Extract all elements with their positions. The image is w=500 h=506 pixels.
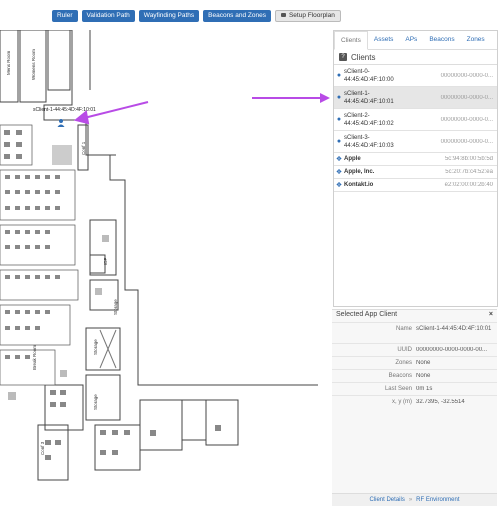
beacons-zones-button[interactable]: Beacons and Zones (203, 10, 271, 22)
floorplan-drawing: Mens Room Womens Room Conf 1 IDF Storage… (0, 30, 318, 481)
client-id: 00000000-0000-0... (440, 138, 493, 145)
selected-client-header: Selected App Client × (332, 310, 497, 320)
client-marker[interactable] (57, 119, 65, 127)
xy-label: x, y (m) (392, 399, 412, 405)
client-name: sClient-2-44:45:4D:4F:10:02 (344, 112, 394, 127)
clients-section-title: ? Clients (334, 50, 497, 64)
detail-row-name: Name sClient-1-44:45:4D:4F:10:01 (332, 322, 497, 343)
zones-label: Zones (395, 360, 412, 366)
tab-aps[interactable]: APs (405, 36, 418, 43)
room-label-conf1: Conf 1 (81, 141, 86, 155)
client-name: sClient-3-44:45:4D:4F:10:03 (344, 134, 394, 149)
clients-panel: Clients Assets APs Beacons Zones ? Clien… (333, 30, 498, 307)
client-name: sClient-1-44:45:4D:4F:10:01 (344, 90, 394, 105)
setup-floorplan-button[interactable]: Setup Floorplan (274, 10, 341, 22)
room-label-mens: Mens Room (6, 50, 11, 75)
selected-client-title: Selected App Client (336, 311, 398, 318)
beacon-name: Apple (344, 156, 361, 162)
tab-zones[interactable]: Zones (466, 36, 485, 43)
last-seen-label: Last Seen (384, 386, 412, 392)
beacons-value: None (416, 373, 431, 379)
arrow-to-list (252, 93, 330, 103)
person-icon: ● (336, 138, 342, 145)
selected-client-footer: Client Details » RF Environment (332, 493, 497, 506)
list-item[interactable]: ● sClient-2-44:45:4D:4F:10:02 00000000-0… (334, 109, 497, 131)
list-item[interactable]: ❖ Kontakt.io e2:02:00:00:2b:40 (334, 179, 497, 192)
person-icon: ● (336, 94, 342, 101)
detail-row-uuid: UUID 00000000-0000-0000-00... (332, 343, 497, 356)
list-item-selected[interactable]: ● sClient-1-44:45:4D:4F:10:01 00000000-0… (334, 87, 497, 109)
detail-row-xy: x, y (m) 32.7395, -32.5514 (332, 395, 497, 408)
beacon-name: Apple, Inc. (344, 169, 375, 175)
uuid-value: 00000000-0000-0000-00... (416, 347, 488, 353)
rf-environment-link[interactable]: RF Environment (416, 497, 460, 503)
close-icon[interactable]: × (488, 311, 493, 318)
validation-path-button[interactable]: Validation Path (81, 10, 135, 22)
client-id: 00000000-0000-0... (440, 116, 493, 123)
zones-value: None (416, 360, 431, 366)
room-label-conf3: Conf 3 (40, 441, 45, 455)
bluetooth-icon: ❖ (335, 169, 343, 176)
beacon-id: 5c:20:7b:c4:52:ea (445, 169, 493, 175)
detail-row-lastseen: Last Seen 0m 1s (332, 382, 497, 395)
detail-row-beacons: Beacons None (332, 369, 497, 382)
bluetooth-icon: ❖ (335, 182, 343, 189)
tab-beacons[interactable]: Beacons (429, 36, 455, 43)
wayfinding-paths-button[interactable]: Wayfinding Paths (138, 10, 200, 22)
floorplan-map[interactable]: Mens Room Womens Room Conf 1 IDF Storage… (0, 30, 318, 505)
room-label-break: Break Room (32, 345, 37, 370)
list-item[interactable]: ❖ Apple, Inc. 5c:20:7b:c4:52:ea (334, 166, 497, 179)
last-seen-value: 0m 1s (416, 386, 433, 392)
ruler-button[interactable]: Ruler (52, 10, 78, 22)
beacon-name: Kontakt.io (344, 182, 374, 188)
client-id: 00000000-0000-0... (440, 94, 493, 101)
breadcrumb-separator: » (408, 497, 413, 503)
name-label: Name (395, 326, 412, 332)
beacon-id: 5c:94:8b:00:5b:5d (444, 156, 493, 162)
panel-tabs: Clients Assets APs Beacons Zones (334, 31, 497, 50)
client-label: sClient-1-44:45:4D:4F:10:01 (33, 107, 96, 113)
room-label-storage3: Storage (93, 394, 98, 410)
xy-value: 32.7395, -32.5514 (416, 399, 465, 405)
lock-icon (280, 13, 286, 17)
bluetooth-icon: ❖ (335, 156, 343, 163)
beacon-id: e2:02:00:00:2b:40 (444, 182, 493, 188)
person-icon: ● (336, 116, 342, 123)
room-label-idf: IDF (103, 258, 108, 266)
list-item[interactable]: ● sClient-0-44:45:4D:4F:10:00 00000000-0… (334, 65, 497, 87)
detail-row-zones: Zones None (332, 356, 497, 369)
tab-assets[interactable]: Assets (373, 36, 394, 43)
setup-floorplan-label: Setup Floorplan (288, 12, 335, 19)
client-list: ● sClient-0-44:45:4D:4F:10:00 00000000-0… (334, 64, 497, 192)
clients-heading: Clients (351, 52, 376, 62)
room-label-womens: Womens Room (31, 49, 36, 80)
toolbar: Ruler Validation Path Wayfinding Paths B… (52, 10, 341, 22)
client-name: sClient-0-44:45:4D:4F:10:00 (344, 68, 394, 83)
tab-clients[interactable]: Clients (334, 31, 368, 50)
room-label-storage1: Storage (113, 299, 118, 315)
uuid-label: UUID (397, 347, 412, 353)
beacons-label: Beacons (388, 373, 412, 379)
selected-client-panel: Selected App Client × Name sClient-1-44:… (332, 309, 497, 506)
person-icon: ● (336, 72, 342, 79)
list-item[interactable]: ❖ Apple 5c:94:8b:00:5b:5d (334, 153, 497, 166)
client-details-link[interactable]: Client Details (369, 497, 405, 503)
client-detail-table: Name sClient-1-44:45:4D:4F:10:01 UUID 00… (332, 322, 497, 408)
client-id: 00000000-0000-0... (440, 72, 493, 79)
list-item[interactable]: ● sClient-3-44:45:4D:4F:10:03 00000000-0… (334, 131, 497, 153)
name-value: sClient-1-44:45:4D:4F:10:01 (416, 326, 492, 332)
help-icon: ? (339, 53, 347, 61)
room-label-storage2: Storage (93, 339, 98, 355)
